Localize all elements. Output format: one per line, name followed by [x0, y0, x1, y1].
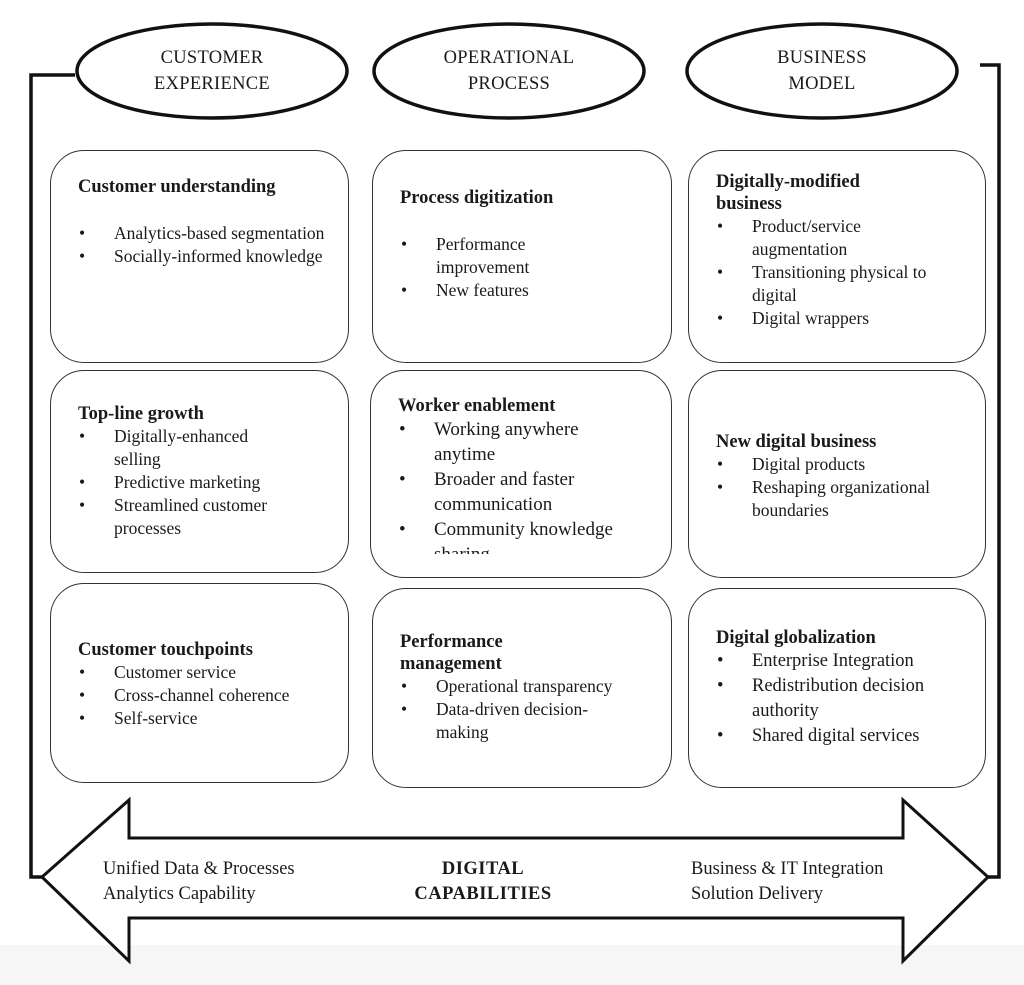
- list-item: Customer service: [51, 661, 348, 684]
- header-line: CUSTOMER: [160, 48, 264, 68]
- card-top-line-growth: Top-line growth Digitally-enhanced selli…: [50, 370, 349, 573]
- arrow-left-text: Unified Data & Processes Analytics Capab…: [103, 857, 295, 907]
- card-title: Digitally-modified business: [716, 172, 860, 214]
- list-item: Data-driven decision-making: [373, 698, 671, 744]
- list-item: New features: [373, 279, 671, 302]
- card-customer-touchpoints: Customer touchpoints Customer service Cr…: [50, 583, 349, 783]
- list-item: Digitally-enhanced selling: [51, 425, 348, 471]
- arrow-right-line: Business & IT Integration: [691, 859, 884, 879]
- card-title: Worker enablement: [398, 396, 556, 416]
- double-arrow: [39, 796, 991, 965]
- header-line: PROCESS: [467, 74, 551, 94]
- card-digitally-modified-business: Digitally-modified business Product/serv…: [688, 150, 986, 363]
- list-item: Performance improvement: [373, 233, 671, 279]
- list-item: Community knowledge sharing: [371, 517, 671, 554]
- list-item: Analytics-based segmentation: [51, 222, 348, 245]
- ellipse-business-model: [685, 22, 959, 120]
- arrow-left-line: Analytics Capability: [103, 884, 256, 904]
- card-title: Top-line growth: [78, 404, 204, 424]
- card-title: Digital globalization: [716, 628, 876, 648]
- list-item: Digital products: [689, 453, 985, 476]
- left-bracket: [29, 73, 75, 879]
- arrow-center-line: CAPABILITIES: [414, 884, 552, 904]
- list-item: Predictive marketing: [51, 471, 348, 494]
- card-title: Customer understanding: [78, 177, 276, 197]
- list-item: Reshaping organizational boundaries: [689, 476, 985, 522]
- list-item: Streamlined customer processes: [51, 494, 348, 540]
- list-item: Cross-channel coherence: [51, 684, 348, 707]
- header-business-model: BUSINESS MODEL: [687, 45, 957, 97]
- header-line: BUSINESS: [777, 48, 867, 68]
- ellipse-operational-process: [372, 22, 646, 120]
- list-item: Operational transparency: [373, 675, 671, 698]
- card-process-digitization: Process digitization Performance improve…: [372, 150, 672, 363]
- card-new-digital-business: New digital business Digital products Re…: [688, 370, 986, 578]
- header-line: OPERATIONAL: [443, 48, 575, 68]
- background-shade: [0, 945, 1024, 985]
- list-item: Broader and faster communication: [371, 467, 671, 517]
- list-item: Digital wrappers: [689, 307, 985, 330]
- card-title: Performance management: [400, 632, 503, 674]
- ellipse-customer-experience: [75, 22, 349, 120]
- card-title: Process digitization: [400, 188, 554, 208]
- right-bracket: [980, 63, 1001, 879]
- list-item: Redistribution decision authority: [689, 674, 985, 724]
- arrow-center-line: DIGITAL: [441, 859, 525, 879]
- list-item: Socially-informed knowledge: [51, 245, 348, 268]
- arrow-right-text: Business & IT Integration Solution Deliv…: [691, 857, 883, 907]
- list-item: Self-service: [51, 707, 348, 730]
- card-title: Customer touchpoints: [78, 640, 253, 660]
- header-line: EXPERIENCE: [153, 74, 271, 94]
- header-line: MODEL: [788, 74, 856, 94]
- list-item: Working anywhere anytime: [371, 417, 671, 467]
- arrow-left-line: Unified Data & Processes: [103, 859, 295, 879]
- card-customer-understanding: Customer understanding Analytics-based s…: [50, 150, 349, 363]
- header-operational-process: OPERATIONAL PROCESS: [374, 45, 644, 97]
- list-item: Transitioning physical to digital: [689, 261, 985, 307]
- list-item: Shared digital services: [689, 724, 985, 749]
- card-performance-management: Performance management Operational trans…: [372, 588, 672, 788]
- arrow-right-line: Solution Delivery: [691, 884, 824, 904]
- header-customer-experience: CUSTOMER EXPERIENCE: [77, 45, 347, 97]
- card-title: New digital business: [716, 432, 877, 452]
- digital-capabilities-label: DIGITAL CAPABILITIES: [383, 857, 583, 907]
- card-worker-enablement: Worker enablement Working anywhere anyti…: [370, 370, 672, 578]
- list-item: Enterprise Integration: [689, 649, 985, 674]
- list-item: Product/service augmentation: [689, 215, 985, 261]
- card-digital-globalization: Digital globalization Enterprise Integra…: [688, 588, 986, 788]
